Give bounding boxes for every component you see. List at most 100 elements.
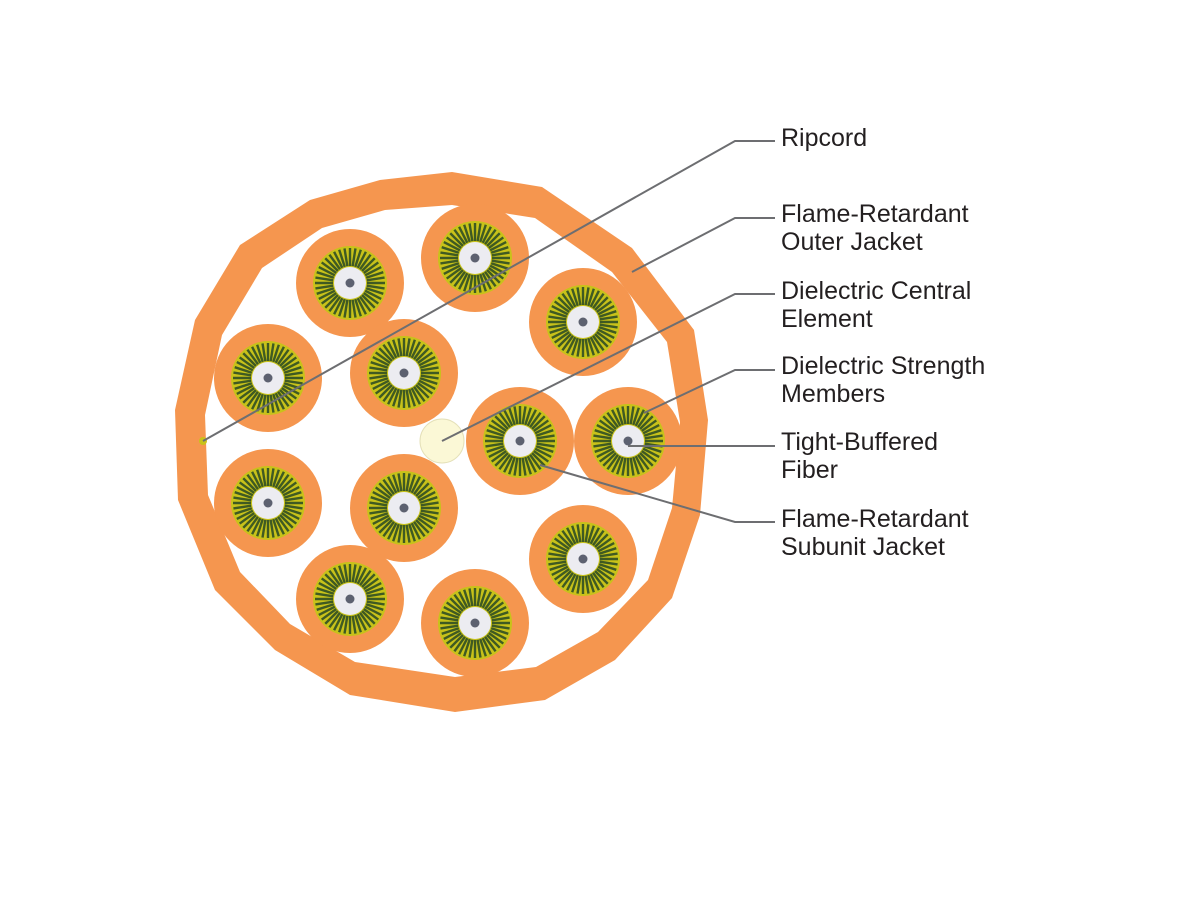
strength-strand (359, 612, 372, 629)
strength-strand (488, 236, 505, 249)
strength-strand (571, 288, 579, 307)
strength-strand (356, 297, 367, 315)
strength-strand (242, 514, 257, 529)
strength-member-strands (485, 406, 555, 476)
strength-strand (594, 333, 609, 348)
strength-strand (599, 323, 618, 329)
strength-strand (551, 328, 569, 339)
strength-strand (488, 632, 505, 645)
strength-strand (490, 450, 507, 463)
strength-strand (485, 434, 504, 440)
strength-strand (338, 614, 346, 633)
strength-strand (251, 346, 262, 364)
strength-strand (378, 384, 393, 399)
strength-strand (369, 366, 388, 372)
strength-strand (316, 271, 335, 279)
strength-strand (498, 454, 511, 471)
strength-strand (440, 616, 459, 622)
strength-strand (378, 482, 393, 497)
strength-strand (598, 419, 615, 432)
strength-strand (238, 387, 255, 400)
strength-strand (382, 343, 395, 360)
leader-line-ripcord (202, 140, 775, 442)
strength-strand (366, 276, 385, 282)
strength-strand (251, 392, 262, 410)
strength-strand (576, 287, 582, 306)
strength-strand (443, 606, 461, 617)
strength-strand (440, 251, 459, 257)
strength-strand (592, 335, 605, 352)
strength-strand (553, 568, 570, 581)
strength-strand (413, 478, 426, 495)
strength-strand (410, 387, 421, 405)
strength-strand (419, 361, 438, 369)
strength-strand (596, 447, 614, 458)
strength-strand (557, 533, 572, 548)
strength-strand (602, 415, 617, 430)
strength-strand (415, 519, 430, 534)
strength-strand (644, 434, 663, 440)
strength-strand (365, 287, 384, 295)
strength-strand (629, 406, 635, 425)
strength-strand (593, 434, 612, 440)
strength-strand (611, 455, 622, 473)
strength-strand (637, 411, 650, 428)
strength-strand (529, 454, 542, 471)
strength-strand (234, 491, 253, 499)
strength-strand (592, 292, 605, 309)
strength-strand (413, 521, 426, 538)
strength-strand (343, 564, 349, 583)
fiber-core (263, 373, 273, 383)
strength-strand (488, 424, 506, 435)
strength-strand (333, 613, 344, 631)
strength-strand (408, 339, 416, 358)
strength-strand (281, 481, 298, 494)
leader-line-outer-jacket (631, 217, 775, 273)
strength-strand (351, 564, 357, 583)
subunit (296, 229, 404, 337)
strength-strand (372, 379, 390, 390)
strength-strand (397, 524, 403, 543)
strength-strand (274, 471, 285, 489)
strength-strand (484, 636, 497, 653)
strength-strand (364, 582, 382, 593)
strength-strand (479, 638, 487, 657)
strength-strand (283, 491, 302, 499)
strength-strand (316, 587, 335, 595)
callout-strength-members-line-2: Members (781, 380, 885, 408)
strength-strand (498, 411, 511, 428)
strength-strand (418, 514, 436, 525)
strength-strand (445, 632, 462, 645)
callout-ripcord-line-1: Ripcord (781, 124, 867, 152)
strength-strand (372, 514, 390, 525)
fiber-core (515, 436, 525, 446)
callout-tight-buffered-fiber-line-2: Fiber (781, 456, 838, 484)
strength-strand (242, 389, 257, 404)
strength-strand (236, 486, 254, 497)
strength-strand (598, 310, 617, 318)
strength-strand (594, 445, 613, 453)
strength-strand (418, 491, 436, 502)
strength-strand (328, 253, 341, 270)
strength-strand (372, 491, 390, 502)
strength-strand (463, 638, 471, 657)
strength-strand (589, 527, 600, 545)
strength-strand (602, 452, 617, 467)
strength-strand (596, 300, 613, 313)
strength-strand (392, 474, 400, 493)
strength-strand (338, 249, 346, 268)
strength-strand (453, 636, 466, 653)
strength-strand (318, 266, 336, 277)
strength-strand (566, 336, 577, 354)
strength-strand (491, 259, 510, 265)
strength-strand (234, 507, 253, 515)
strength-strand (284, 379, 303, 385)
strength-strand (420, 509, 439, 515)
strength-strand (491, 251, 510, 257)
strength-strand (548, 323, 567, 329)
strength-strand (356, 251, 367, 269)
strength-strand (328, 612, 341, 629)
strength-strand (419, 496, 438, 504)
strength-strand (354, 614, 362, 633)
strength-strand (589, 290, 600, 308)
